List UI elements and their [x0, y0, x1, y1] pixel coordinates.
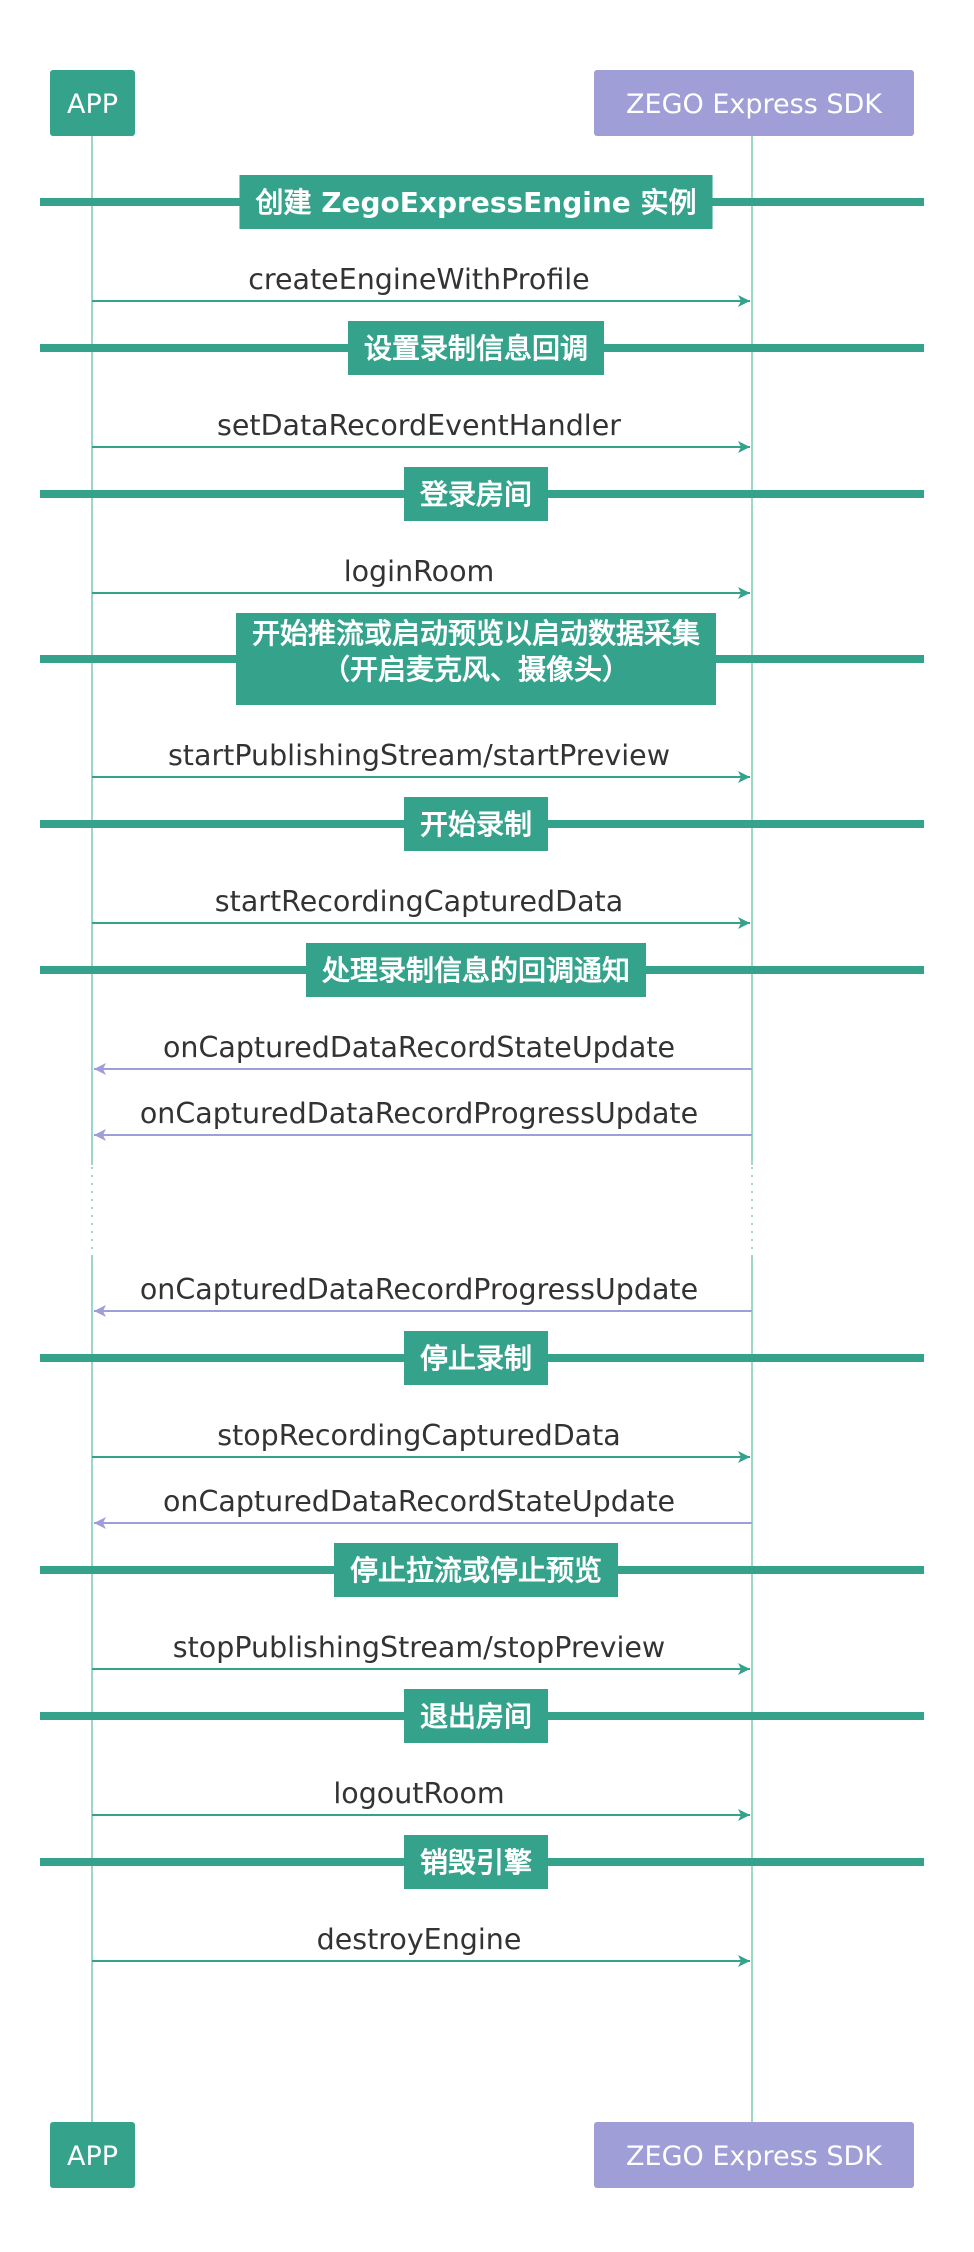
section-0: 创建 ZegoExpressEngine 实例 — [40, 175, 924, 229]
section-15: 停止录制 — [40, 1331, 924, 1385]
section-label-box — [403, 467, 549, 521]
section-label: 创建 ZegoExpressEngine 实例 — [254, 186, 696, 219]
message-label: destroyEngine — [317, 1923, 522, 1956]
section-label-box — [403, 1835, 549, 1889]
gap-mask — [748, 1165, 756, 1255]
message-1: createEngineWithProfile — [92, 263, 750, 307]
message-label: onCapturedDataRecordProgressUpdate — [140, 1097, 698, 1130]
gap-13 — [88, 1165, 756, 1255]
sdk-label-bottom: ZEGO Express SDK — [626, 2141, 883, 2172]
section-label-box — [347, 321, 605, 375]
message-21: logoutRoom — [92, 1777, 750, 1821]
section-label-box — [239, 175, 713, 229]
message-14: onCapturedDataRecordProgressUpdate — [94, 1273, 752, 1317]
message-label: stopRecordingCapturedData — [217, 1419, 621, 1452]
app-label-bottom: APP — [67, 2141, 118, 2172]
app-box-bottom — [50, 2122, 135, 2188]
app-label-top: APP — [67, 89, 118, 120]
message-19: stopPublishingStream/stopPreview — [92, 1631, 750, 1675]
message-label: logoutRoom — [333, 1777, 504, 1810]
message-label: startRecordingCapturedData — [215, 885, 623, 918]
section-label-box — [403, 797, 549, 851]
message-3: setDataRecordEventHandler — [92, 409, 750, 453]
message-16: stopRecordingCapturedData — [92, 1419, 750, 1463]
section-label: 开始推流或启动预览以启动数据采集 — [252, 617, 700, 650]
message-5: loginRoom — [92, 555, 750, 599]
section-label: 停止录制 — [420, 1342, 532, 1375]
message-label: onCapturedDataRecordStateUpdate — [163, 1485, 675, 1518]
section-label: 设置录制信息回调 — [364, 332, 588, 365]
message-label: setDataRecordEventHandler — [217, 409, 621, 442]
sdk-label-top: ZEGO Express SDK — [626, 89, 883, 120]
section-label-box — [403, 1331, 549, 1385]
steps-layer: 创建 ZegoExpressEngine 实例 createEngineWithP… — [40, 175, 924, 1967]
section-20: 退出房间 — [40, 1689, 924, 1743]
section-4: 登录房间 — [40, 467, 924, 521]
participants-bottom: APP ZEGO Express SDK — [50, 2122, 914, 2188]
message-23: destroyEngine — [92, 1923, 750, 1967]
section-2: 设置录制信息回调 — [40, 321, 924, 375]
message-label: startPublishingStream/startPreview — [168, 739, 670, 772]
gap-mask — [88, 1165, 96, 1255]
section-label: 处理录制信息的回调通知 — [321, 954, 630, 987]
section-label-box — [403, 1689, 549, 1743]
message-11: onCapturedDataRecordStateUpdate — [94, 1031, 752, 1075]
app-box-top — [50, 70, 135, 136]
section-18: 停止拉流或停止预览 — [40, 1543, 924, 1597]
sdk-participant-top: ZEGO Express SDK — [594, 70, 914, 136]
sdk-participant-bottom: ZEGO Express SDK — [594, 2122, 914, 2188]
app-participant-bottom: APP — [50, 2122, 135, 2188]
section-label: 退出房间 — [420, 1700, 532, 1733]
section-8: 开始录制 — [40, 797, 924, 851]
sdk-box-top — [594, 70, 914, 136]
section-label: 开始录制 — [420, 808, 532, 841]
message-label: onCapturedDataRecordProgressUpdate — [140, 1273, 698, 1306]
message-17: onCapturedDataRecordStateUpdate — [94, 1485, 752, 1529]
app-participant-top: APP — [50, 70, 135, 136]
section-22: 销毁引擎 — [40, 1835, 924, 1889]
section-label-box — [235, 613, 717, 705]
section-6: 开始推流或启动预览以启动数据采集（开启麦克风、摄像头） — [40, 613, 924, 705]
message-label: stopPublishingStream/stopPreview — [173, 1631, 665, 1664]
section-10: 处理录制信息的回调通知 — [40, 943, 924, 997]
section-label-box — [333, 1543, 619, 1597]
message-7: startPublishingStream/startPreview — [92, 739, 750, 783]
section-label: （开启麦克风、摄像头） — [322, 653, 630, 686]
message-9: startRecordingCapturedData — [92, 885, 750, 929]
section-label: 登录房间 — [419, 478, 532, 511]
message-label: createEngineWithProfile — [248, 263, 589, 296]
message-12: onCapturedDataRecordProgressUpdate — [94, 1097, 752, 1141]
participants-top: APP ZEGO Express SDK — [50, 70, 914, 136]
section-label: 销毁引擎 — [420, 1846, 532, 1879]
lifelines — [91, 136, 753, 2122]
sdk-box-bottom — [594, 2122, 914, 2188]
message-label: onCapturedDataRecordStateUpdate — [163, 1031, 675, 1064]
message-label: loginRoom — [344, 555, 495, 588]
section-label-box — [305, 943, 647, 997]
section-label: 停止拉流或停止预览 — [350, 1554, 602, 1587]
